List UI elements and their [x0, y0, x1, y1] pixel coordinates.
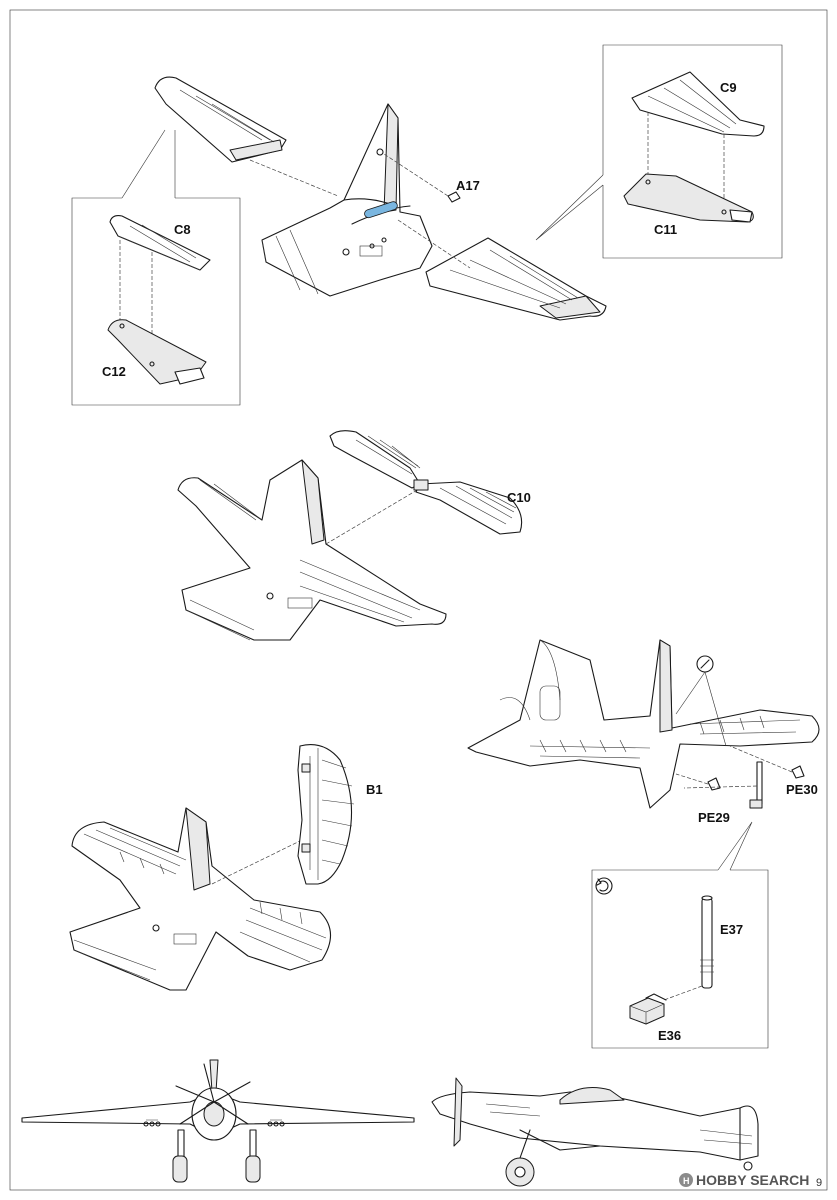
side-view-aircraft: [431, 1077, 759, 1187]
inset-frame-bottom: [591, 869, 769, 1049]
part-e36-drawing: [629, 993, 667, 1025]
label-c9: C9: [720, 80, 737, 95]
part-b1-drawing: [297, 744, 355, 885]
part-c10-drawing: [329, 430, 523, 535]
tail-with-elevators: [69, 807, 332, 991]
label-c11: C11: [654, 222, 677, 237]
step-photoetch-assembly: [467, 639, 820, 1049]
tailwheel-strut-small: [756, 761, 763, 805]
inset-frame-left: [71, 197, 241, 406]
inset-pointer-right: [535, 174, 604, 241]
fuselage-tail: [261, 103, 433, 297]
part-c12-drawing: [107, 319, 207, 385]
page-border: [9, 9, 828, 1191]
front-view-aircraft: [21, 1059, 415, 1183]
label-c8: C8: [174, 222, 191, 237]
step-stabilizer-assembly: [71, 44, 783, 406]
inset-pointer-bottom: [717, 821, 753, 871]
part-c9-drawing: [631, 71, 765, 210]
label-c12: C12: [102, 364, 126, 379]
stabilizer-half-right: [425, 237, 607, 321]
tail-rear-view: [467, 639, 820, 809]
part-pe29-drawing: [707, 777, 721, 791]
label-e36: E36: [658, 1028, 681, 1043]
label-a17: A17: [456, 178, 480, 193]
stabilizer-half-left: [154, 76, 287, 163]
rotate-icon: [595, 877, 613, 895]
inset-frame-right: [602, 44, 783, 259]
part-pe30-drawing: [791, 765, 805, 779]
label-pe30: PE30: [786, 782, 818, 797]
watermark-text: HOBBY SEARCH: [696, 1172, 809, 1188]
inset-pointer-left: [121, 129, 166, 199]
step-rudder-assembly: [69, 744, 355, 991]
hobbysearch-logo: H: [679, 1173, 693, 1187]
tail-with-stabilizer: [177, 459, 447, 641]
label-c10: C10: [507, 490, 531, 505]
part-c11-drawing: [623, 173, 754, 223]
label-pe29: PE29: [698, 810, 730, 825]
label-e37: E37: [720, 922, 743, 937]
highlight-slot: [364, 201, 398, 219]
label-b1: B1: [366, 782, 383, 797]
page-number: 9: [816, 1177, 822, 1189]
step-elevator-assembly: [177, 430, 523, 641]
part-a17-drawing: [376, 148, 461, 203]
svg-text:H: H: [683, 1176, 690, 1186]
part-e37-drawing: [700, 895, 714, 989]
